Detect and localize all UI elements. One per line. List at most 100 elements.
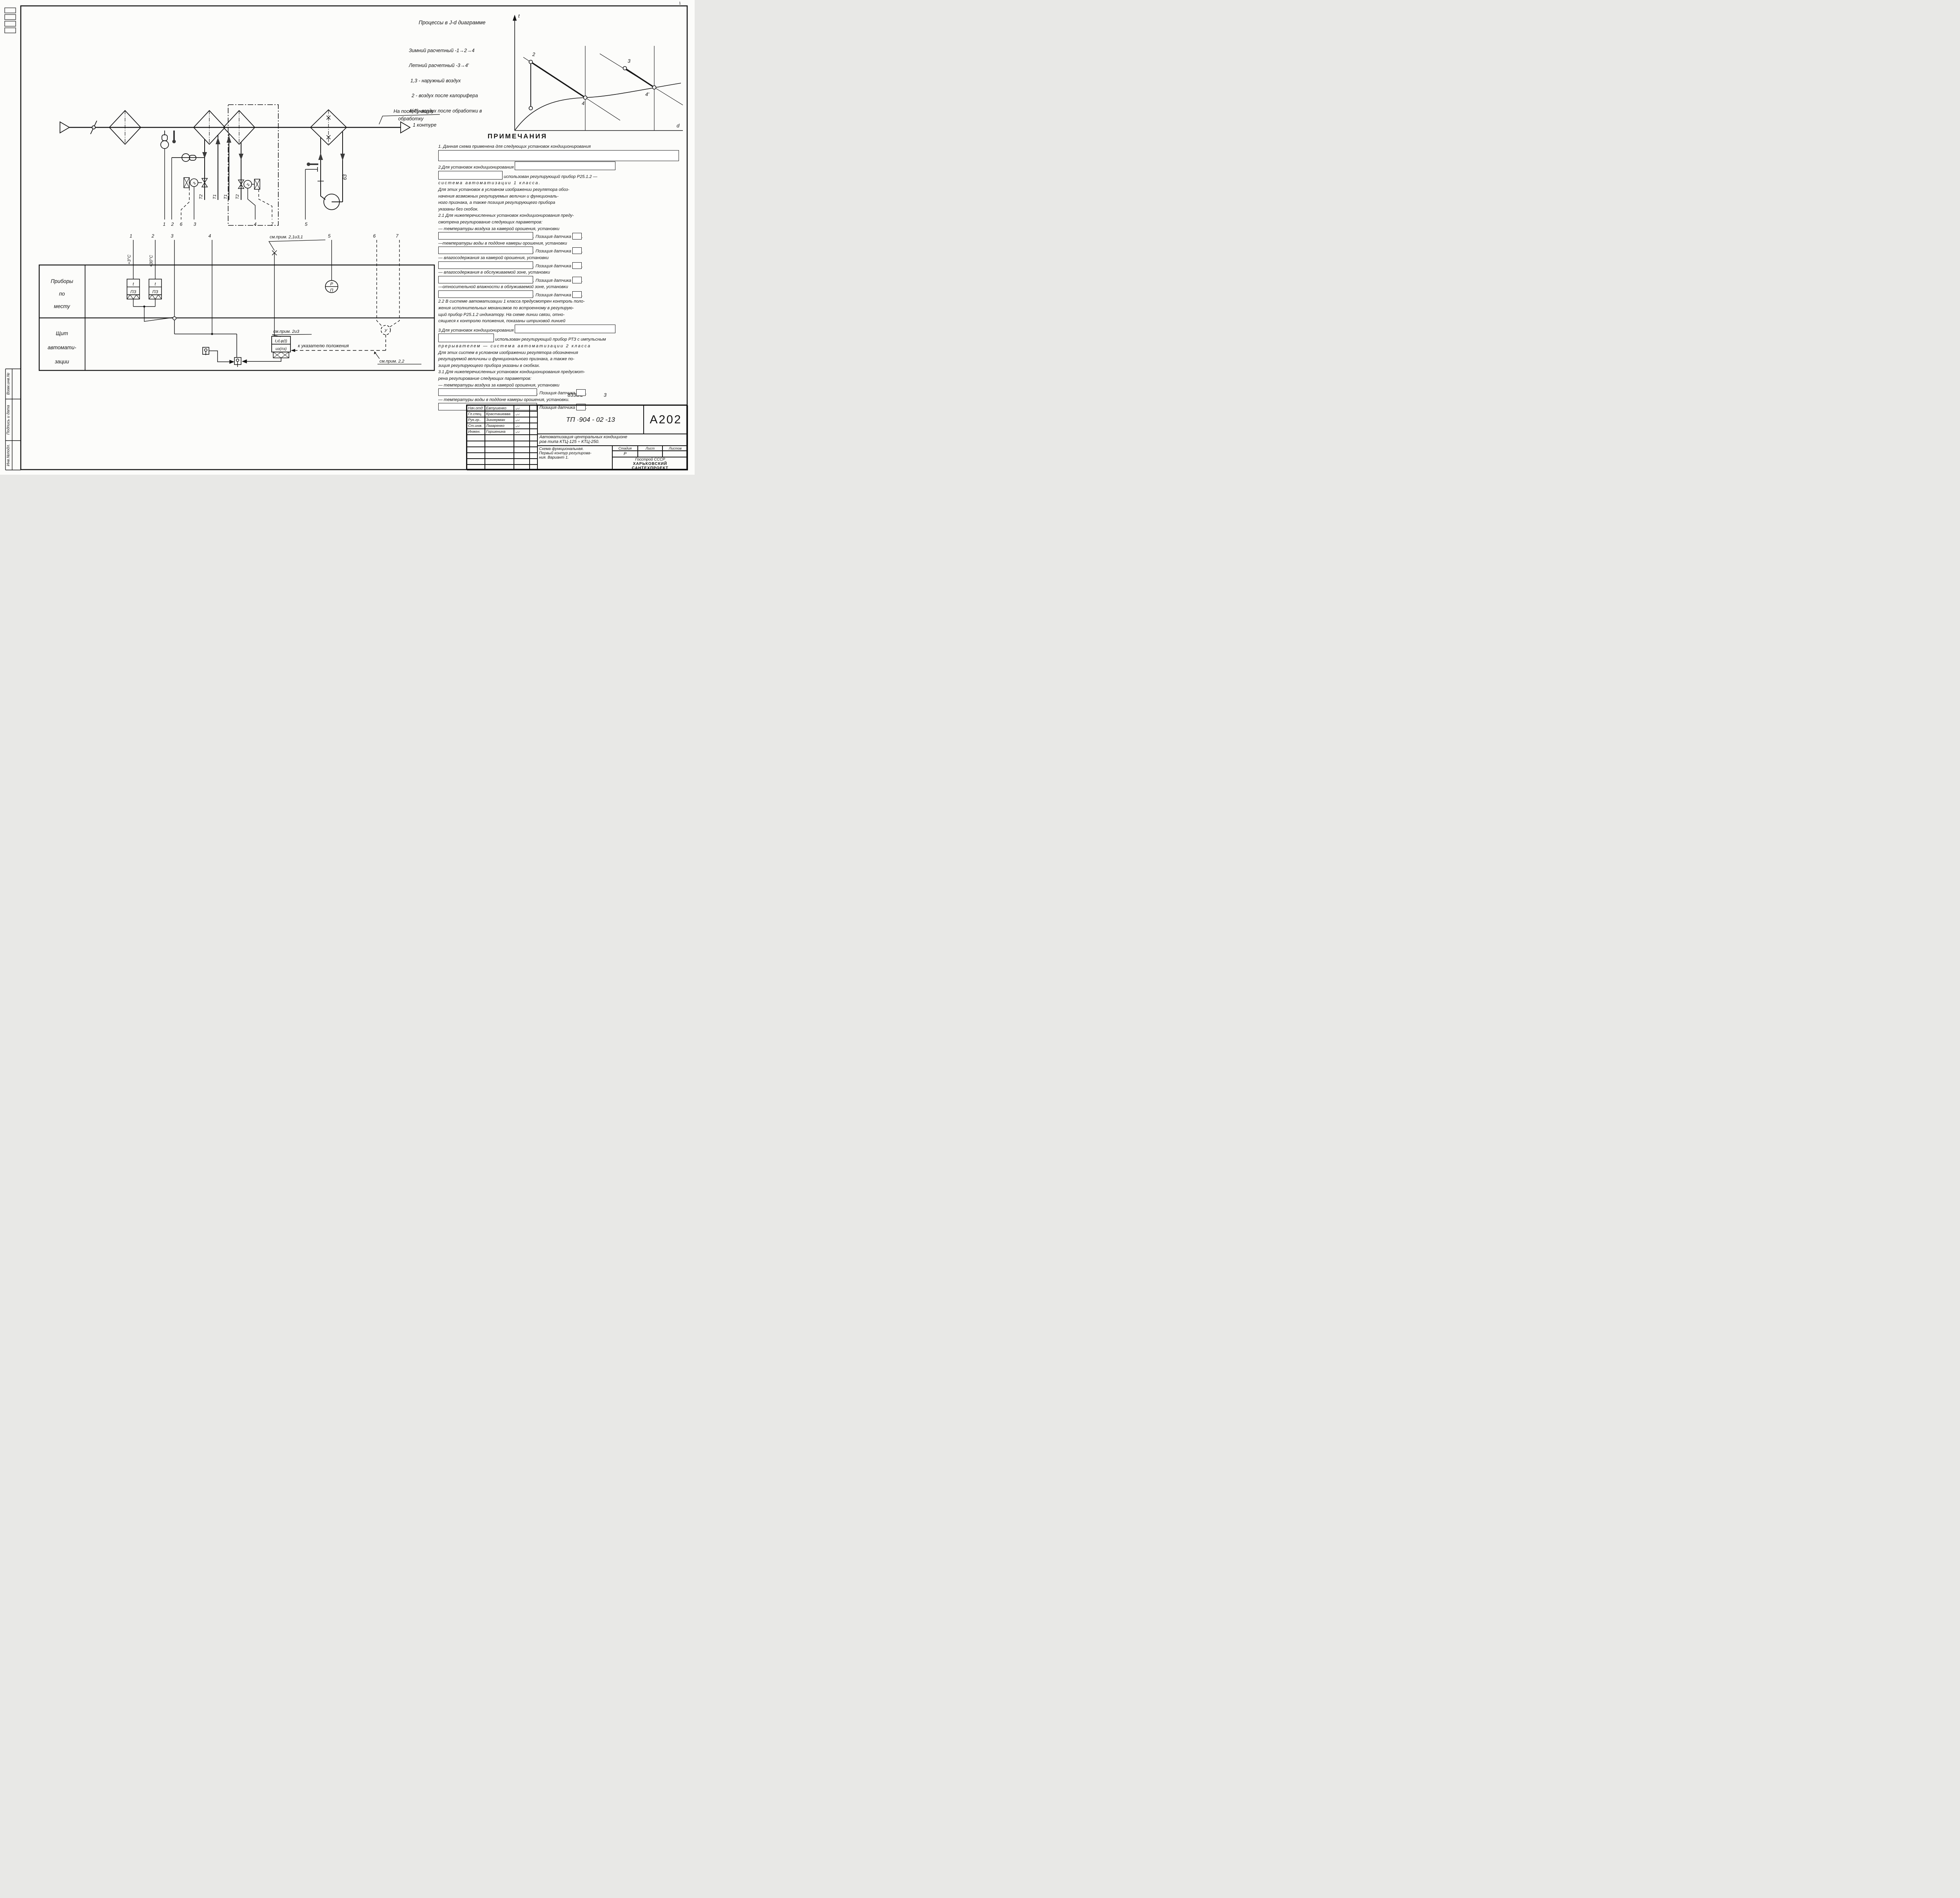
- note-text: сящиеся к контролю положения, показаны ш…: [438, 319, 566, 324]
- title-block-row: [467, 446, 537, 453]
- pipe-labels: Т2 Т1 Т2 Т1 63 ∿ ∿: [192, 174, 348, 199]
- scheme-name-line: Схема функциональная.: [539, 447, 584, 451]
- pressure-indicator: Р П: [325, 280, 338, 293]
- name-cell: Лазаренко: [485, 423, 514, 429]
- scheme-name-line: Первый контур регулирова-: [539, 451, 592, 455]
- drawing-sheet: Взам.инв.№ Подпись и дата Инв.№подл. 1 t: [0, 0, 695, 475]
- title-block-row: Рук.гр..Зингерман〰: [467, 417, 537, 423]
- empty-cell: [530, 458, 537, 465]
- instrument-pz-label: ПЗ: [131, 290, 136, 294]
- note-line: . Позиция датчика .: [438, 232, 685, 240]
- series-code-cell: А202: [644, 405, 688, 434]
- indicator-letter: Р: [330, 282, 333, 287]
- stamp-col-label: Инв.№подл.: [6, 444, 11, 466]
- empty-cell: [485, 452, 514, 459]
- title-block-row: [467, 458, 537, 465]
- note-line: . Позиция датчика .: [438, 388, 685, 397]
- role-cell: Инжен.: [467, 429, 485, 435]
- panel-row-labels: Приборы по месту Щит автомати- зации: [47, 278, 76, 365]
- spray-chamber-section: [310, 109, 347, 146]
- note-text: 2.1 Для нижеперечисленных установок конд…: [438, 213, 574, 218]
- wire-number: 7: [396, 233, 399, 239]
- title-block-row: [467, 435, 537, 441]
- note-line: 3.Для установок кондиционирования: [438, 324, 685, 334]
- note-text: 2.Для установок кондиционирования: [438, 165, 515, 170]
- doc-designation-cell: ТП ·904 - 02 -13: [537, 405, 644, 434]
- note-text: 1. Данная схема применена для следующих …: [438, 144, 591, 149]
- scheme-name-line: ния. Вариант 1.: [539, 455, 569, 460]
- note-line: — температуры воздуха за камерой орошени…: [438, 382, 685, 389]
- signature-scribble: 〰: [515, 406, 520, 412]
- to-position-indicator-label: к указателю положения: [298, 344, 349, 348]
- pipe-label-t1: Т1: [223, 194, 228, 200]
- note-line: 1. Данная схема применена для следующих …: [438, 143, 685, 150]
- note-text: указаны без скобок.: [438, 207, 479, 212]
- see-note-23: см.прим. 2и3: [273, 329, 299, 334]
- object-title-cell: Автоматизация центральных кондиционе ров…: [537, 434, 688, 446]
- empty-cell: [467, 458, 485, 465]
- see-note-22: см.прим. 2,2: [379, 359, 404, 364]
- note-blank-box: [438, 261, 533, 269]
- empty-cell: [467, 446, 485, 453]
- empty-cell: [530, 411, 537, 417]
- sheet-header-cell: Лист: [638, 446, 662, 451]
- signal-wires-scheme: [164, 149, 306, 220]
- note-blank-box: [438, 388, 537, 396]
- empty-cell: [530, 417, 537, 423]
- role-cell: Нач.отд: [467, 405, 485, 412]
- doc-sheet: 3: [604, 392, 607, 398]
- empty-cell: [467, 435, 485, 441]
- panel-table: [38, 264, 435, 371]
- stage-header: Стадия: [618, 446, 632, 450]
- exit-note: На последующую обработку: [379, 109, 440, 125]
- local-instruments: [127, 279, 176, 322]
- pointer-letter: У: [384, 328, 387, 333]
- wire-number: 2: [151, 233, 154, 239]
- jd-diagram: t d 2 3 4 4': [512, 13, 683, 131]
- instrument-t-label: t: [154, 282, 156, 287]
- org-line: Госстрой СССР: [635, 457, 665, 462]
- note-text: Для этих установок в условном изображени…: [438, 187, 570, 192]
- sheet-header: Лист: [645, 446, 655, 450]
- title-block-row: [467, 441, 537, 447]
- note-text: . Позиция датчика: [537, 405, 577, 410]
- signature-scribble: 〰: [515, 412, 520, 417]
- title-block-row: Инжен.Горшенина〰: [467, 429, 537, 435]
- panel-row1-label: месту: [54, 303, 70, 309]
- empty-cell: [485, 446, 514, 453]
- note-text: — температуры воды в поддоне камеры орош…: [438, 397, 570, 402]
- note-line: — температуры воды в поддоне камеры орош…: [438, 397, 685, 403]
- note-line: начения возможных регулируемых величин и…: [438, 193, 685, 200]
- empty-cell: [514, 464, 530, 471]
- empty-cell: [485, 435, 514, 441]
- empty-cell: [530, 429, 537, 435]
- panel-row2-label: автомати-: [47, 345, 76, 350]
- note-line: использован регулирующий прибор РТЗ с им…: [438, 334, 685, 343]
- water-temp-sensor: [172, 153, 205, 162]
- wire-number: 2: [171, 221, 174, 227]
- pump: [323, 194, 340, 210]
- empty-cell: [530, 441, 537, 447]
- regulator-variables-label: t,d,φ(t): [275, 339, 287, 343]
- note-blank-box: [438, 290, 533, 298]
- note-text: .: [582, 249, 583, 254]
- note-text: 3.Для установок кондиционирования: [438, 328, 515, 333]
- wire-number: 3: [171, 233, 174, 239]
- organization-cell: Госстрой СССР ХАРЬКОВСКИЙ САНТЕХПРОЕКТ: [612, 457, 688, 470]
- pipe-label-t2: Т2: [199, 194, 203, 200]
- note-line: Для этих установок в условном изображени…: [438, 187, 685, 193]
- note-text: использован регулирующий прибор РТЗ с им…: [494, 337, 606, 342]
- signature-scribble: 〰: [515, 430, 520, 435]
- note-line: система автоматизации 1 класса.: [438, 180, 685, 187]
- sheet-frame: [4, 5, 688, 470]
- stamp-col-label: Взам.инв.№: [6, 373, 11, 395]
- note-line: жения исполнительных механизмов по встро…: [438, 305, 685, 312]
- empty-cell: [530, 405, 537, 412]
- note-text: прерывателем — система автоматизации 2 к…: [438, 344, 591, 349]
- note-blank-box: [515, 324, 616, 333]
- name-cell: Горшенина: [485, 429, 514, 435]
- duct-sensors: [160, 131, 176, 149]
- note-blank-box: [438, 150, 679, 161]
- note-text: Для этих систем в условном изображении р…: [438, 350, 578, 355]
- note-text: — температуры воздуха за камерой орошени…: [438, 383, 560, 388]
